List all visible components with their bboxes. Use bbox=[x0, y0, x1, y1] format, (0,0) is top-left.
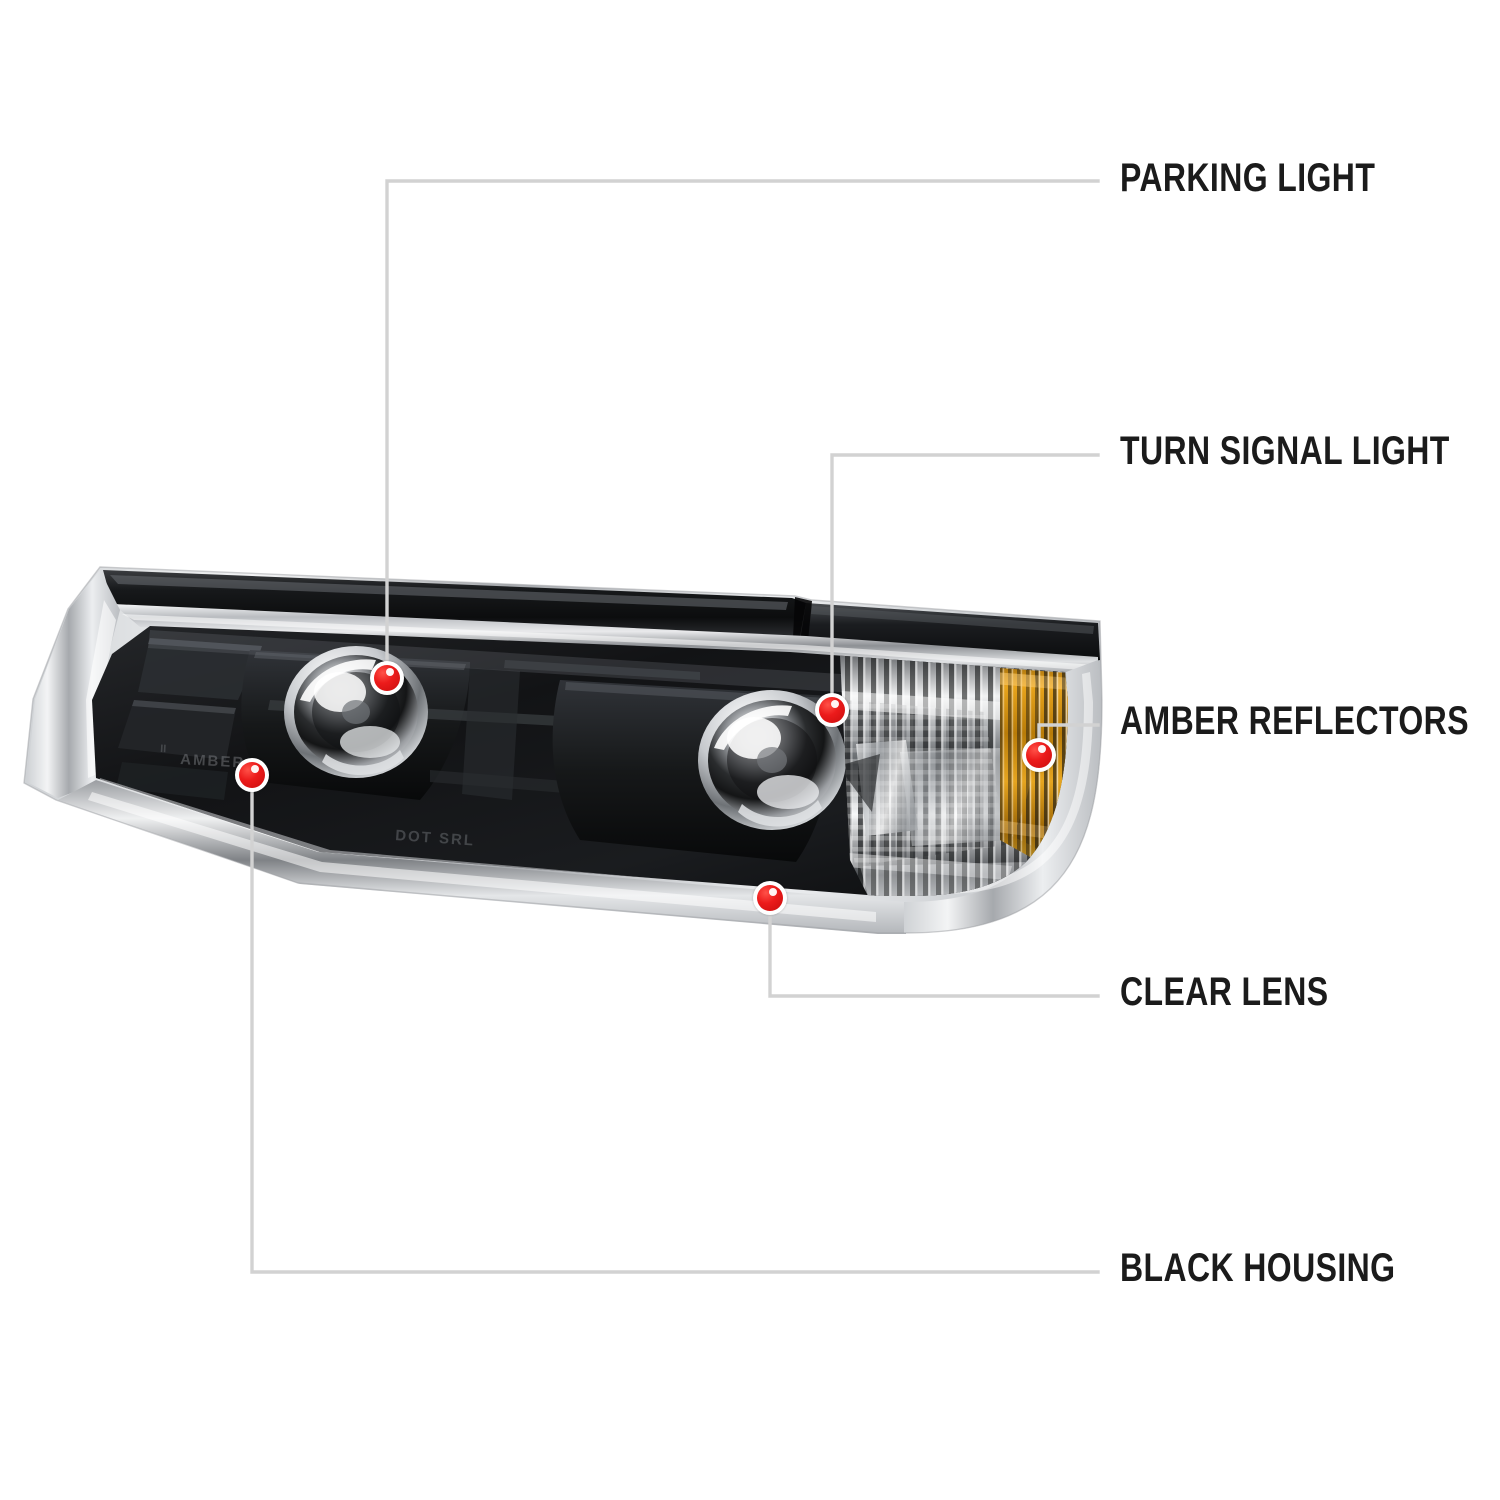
leader-line-clear-lens bbox=[768, 896, 1100, 998]
callout-marker-clear-lens[interactable] bbox=[753, 881, 787, 915]
housing-panel-a bbox=[138, 638, 262, 700]
lamp-outline bbox=[23, 566, 1103, 934]
housing-panel-a-edge bbox=[148, 638, 262, 652]
svg-text:AMBER: AMBER bbox=[180, 751, 246, 772]
bezel-band-right bbox=[904, 660, 1102, 933]
leader-line-black-housing bbox=[250, 773, 1100, 1274]
housing-top-notch bbox=[793, 597, 812, 641]
housing-fin bbox=[462, 668, 520, 800]
housing-ridge-2 bbox=[504, 660, 700, 680]
svg-text:DOT SRL: DOT SRL bbox=[395, 827, 476, 850]
callout-marker-amber-reflectors[interactable] bbox=[1022, 738, 1056, 772]
callout-marker-turn-signal-light[interactable] bbox=[815, 693, 849, 727]
cap-highlight-right bbox=[811, 606, 1094, 634]
cap-highlight bbox=[110, 575, 788, 610]
callout-marker-black-housing[interactable] bbox=[235, 758, 269, 792]
turn-signal-bulb bbox=[698, 690, 846, 830]
callout-label-amber-reflectors: AMBER REFLECTORS bbox=[1120, 699, 1469, 743]
bezel-band-bottom-shine bbox=[88, 792, 876, 922]
housing-panel-b-edge bbox=[132, 700, 236, 714]
callout-marker-parking-light[interactable] bbox=[370, 661, 404, 695]
housing-panel-c bbox=[116, 762, 228, 800]
leader-line-parking-light bbox=[385, 179, 1100, 680]
housing-panel-b bbox=[118, 700, 236, 760]
leader-line-turn-signal-light bbox=[830, 453, 1100, 712]
bezel-band-top-shine bbox=[122, 614, 1096, 671]
callout-label-turn-signal-light: TURN SIGNAL LIGHT bbox=[1120, 429, 1450, 473]
callout-label-clear-lens: CLEAR LENS bbox=[1120, 970, 1329, 1014]
callout-label-parking-light: PARKING LIGHT bbox=[1120, 156, 1376, 200]
embossed-marks: AMBER DOT SRL II bbox=[160, 743, 476, 850]
callout-label-black-housing: BLACK HOUSING bbox=[1120, 1246, 1396, 1290]
bezel-band-bottom bbox=[58, 780, 906, 934]
svg-text:II: II bbox=[160, 743, 167, 755]
